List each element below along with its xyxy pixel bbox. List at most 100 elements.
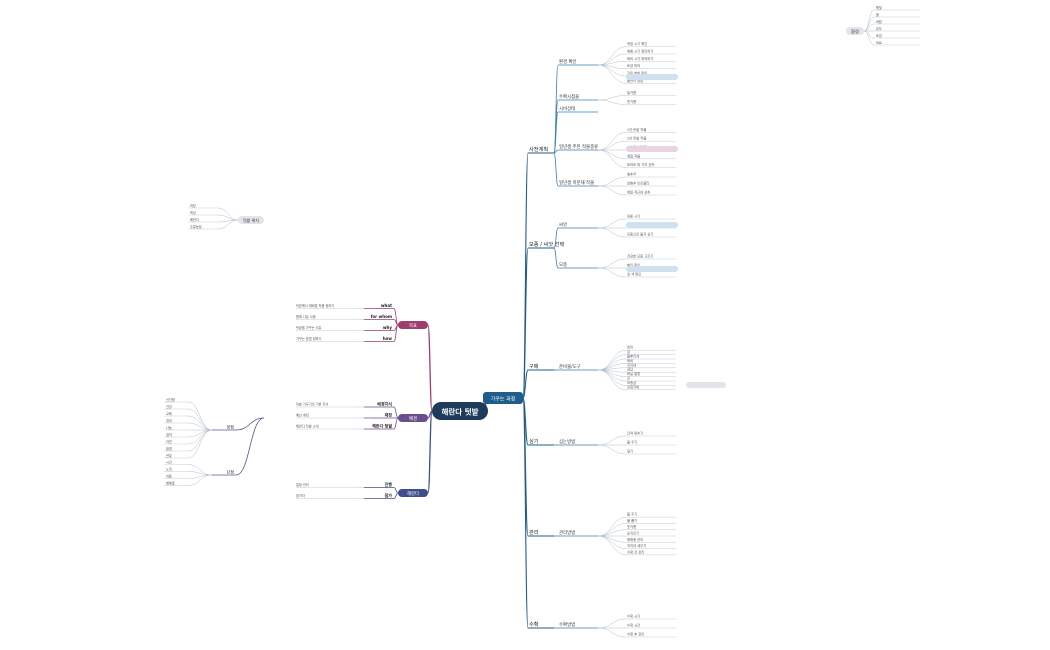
connector-line <box>597 258 627 269</box>
leaf-label: 장갑 <box>627 367 633 372</box>
connector-line <box>553 111 559 154</box>
connector-line <box>597 267 627 278</box>
connector-line <box>187 429 213 459</box>
sub-branch-label: 일년생 주된 작물종류 <box>559 143 598 150</box>
connector-line <box>427 410 433 494</box>
branch-label: 사전계획 <box>529 145 548 153</box>
left-item-label: 참가 <box>385 492 393 498</box>
leaf-label: 재배 시기 확인하기 <box>627 49 653 54</box>
leaf-label: 기온 변화 확인 <box>627 71 647 76</box>
connector-line <box>597 46 627 66</box>
leaf-label: 퇴비 시기 파악하기 <box>627 56 653 61</box>
leaf-label: 덮기 <box>627 449 633 454</box>
top-right-leaf: 비료 <box>876 40 882 45</box>
connector-line <box>187 415 213 431</box>
connector-line <box>597 435 627 446</box>
far-left-group-label: 장점 <box>227 424 235 430</box>
highlight-tag[interactable] <box>686 382 726 388</box>
sub-branch-label: 시비상태 <box>559 105 575 112</box>
left-item-label: 해란다 텃밭 <box>372 423 392 429</box>
left-branch-node[interactable] <box>398 414 428 422</box>
leaf-label: 모종으로 옮겨 심기 <box>627 232 653 237</box>
connector-line <box>863 30 875 46</box>
left-small-leaf: 베란다 <box>190 217 199 222</box>
highlight-tag[interactable] <box>626 146 678 152</box>
connector-line <box>217 207 239 221</box>
left-small-leaf: 옥상 <box>190 210 196 215</box>
branch-label: 수확 <box>529 620 539 628</box>
far-left-leaf: 건강 <box>166 404 172 409</box>
leaf-label: 토마토 파 가지 호박 <box>627 162 654 167</box>
leaf-label: 풀 뽑기 <box>627 518 637 523</box>
right-root-node[interactable]: 가꾸는 과정 <box>483 392 523 404</box>
highlight-tag[interactable] <box>626 266 678 272</box>
connector-line <box>187 429 213 445</box>
connector-line <box>187 474 213 486</box>
connector-line <box>553 152 559 187</box>
left-item-label: 재정 <box>385 412 393 418</box>
connector-line <box>235 417 265 431</box>
left-branch-node[interactable] <box>398 489 428 497</box>
root-node[interactable]: 해란다 텃밭 <box>432 402 488 420</box>
leaf-label: 웃거름 <box>627 524 636 529</box>
leaf-label: 삽 <box>627 349 630 354</box>
connector-line <box>553 227 559 249</box>
connector-line <box>597 535 627 556</box>
sub-branch-label: 준비물/도구 <box>559 363 581 370</box>
connector-line <box>427 324 433 412</box>
far-left-leaf: 관찰 <box>166 453 172 458</box>
root-node-box[interactable] <box>432 402 488 420</box>
sub-branch-label: 수확시점을 <box>559 93 579 100</box>
sub-branch-label: 관리방법 <box>559 529 575 536</box>
connector-line <box>597 185 627 196</box>
left-branch-node[interactable] <box>398 321 428 329</box>
leaf-label: 순지르기 <box>627 531 639 536</box>
sub-branch-label: 환경 확인 <box>559 58 577 65</box>
connector-line <box>597 349 627 371</box>
connector-line <box>597 132 627 151</box>
top-right-node[interactable] <box>846 27 864 35</box>
connector-line <box>597 99 627 105</box>
leaf-label: 끈 <box>627 377 630 381</box>
far-left-leaf: 절약 <box>166 432 172 437</box>
right-root-box[interactable] <box>483 392 523 404</box>
connector-line <box>393 487 399 494</box>
leaf-label: 수확 후 관리 <box>627 632 644 637</box>
far-left-leaf: 취미 <box>166 418 172 423</box>
left-item-note: 해란다 텃밭 소개 <box>296 424 319 429</box>
connector-line <box>597 535 627 543</box>
leaf-label: 건강한 모종 고르기 <box>627 254 653 259</box>
highlight-tag[interactable] <box>626 74 678 80</box>
leaf-label: 뿌리 확인 <box>627 263 640 268</box>
top-right-leaf: 물 <box>876 12 879 17</box>
connector-line <box>187 408 213 431</box>
root-node-label: 해란다 텃밭 <box>441 407 478 417</box>
leaf-label: 케일 적근대 상추 <box>627 190 650 195</box>
connector-line <box>597 149 627 168</box>
connector-line <box>863 16 875 32</box>
leaf-label: 모종삽 <box>627 380 636 385</box>
leaf-label: 수확 시간 <box>627 623 640 628</box>
leaf-label: 병해충 관리 <box>627 537 643 542</box>
leaf-label: 양배추 브로콜리 <box>627 181 649 186</box>
leaf-label: 퇴비 <box>627 358 633 363</box>
left-small-node[interactable] <box>238 216 264 224</box>
connector-line <box>597 367 627 371</box>
left-item-label: why <box>383 325 393 330</box>
connector-line <box>597 618 627 629</box>
top-right-leaf: 온도 <box>876 27 882 31</box>
leaf-label: 간격 맞추기 <box>627 431 643 436</box>
top-right-leaf: 바람 <box>876 19 882 24</box>
connector-lines <box>164 9 920 638</box>
left-branch-label: 배경 <box>409 415 417 422</box>
highlight-tag[interactable] <box>626 222 678 228</box>
leaf-label: 2년 텃밭 작물 <box>627 136 646 141</box>
far-left-leaf: 비용 <box>166 474 172 479</box>
leaf-label: 전정가위 <box>627 384 639 389</box>
leaf-label: 수확 전 관리 <box>627 549 644 554</box>
connector-line <box>597 176 627 187</box>
branch-label: 구매 <box>529 362 539 370</box>
left-item-label: how <box>383 336 393 341</box>
